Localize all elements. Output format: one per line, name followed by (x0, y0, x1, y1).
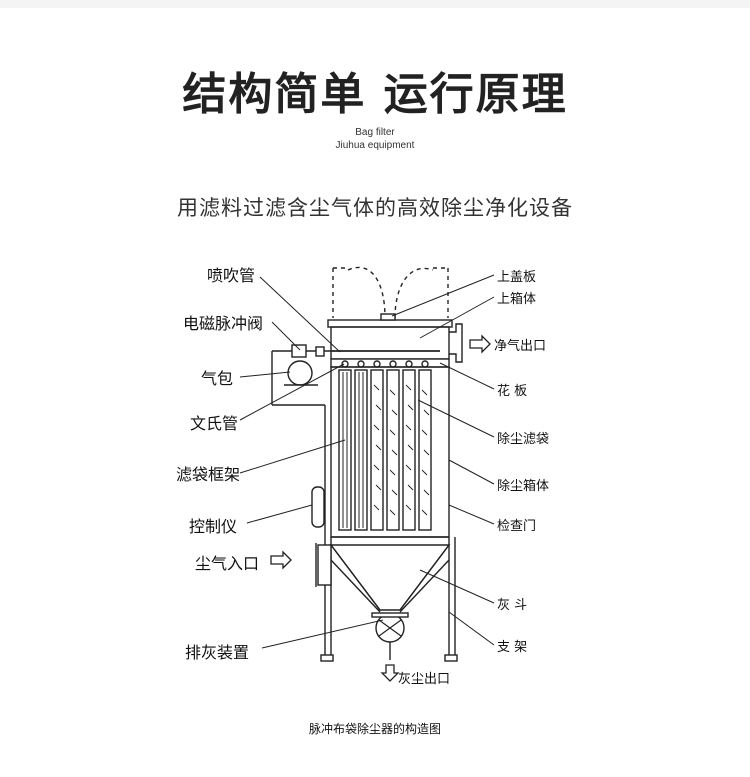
solenoid-valve (291, 344, 307, 358)
flow-arrows (270, 334, 491, 682)
bag-cage-lines (342, 372, 364, 528)
ash-outlet-arrow (380, 664, 400, 682)
label-top-cover: 上盖板 (497, 270, 537, 285)
cover-handle (380, 313, 396, 321)
subtitle-brand: Jiuhua equipment (335, 140, 415, 151)
label-ash-discharge: 排灰装置 (185, 643, 250, 662)
venturi-nozzles (341, 360, 429, 368)
label-dust-box: 除尘箱体 (497, 479, 550, 494)
label-ash-outlet: 灰尘出口 (398, 672, 451, 687)
dust-inlet-duct (317, 544, 332, 586)
label-support: 支 架 (497, 640, 528, 655)
diagram-caption: 脉冲布袋除尘器的构造图 (308, 722, 441, 736)
label-controller: 控制仪 (189, 517, 238, 536)
top-strip (0, 0, 750, 8)
label-blow-pipe: 喷吹管 (207, 266, 256, 285)
controller (311, 486, 325, 528)
leader-lines (239, 274, 495, 649)
hopper (329, 544, 451, 611)
air-bag (287, 360, 313, 386)
label-inspection-door: 检查门 (497, 519, 537, 534)
clean-outlet-flange (449, 323, 463, 363)
filter-bags (338, 369, 432, 531)
label-air-bag: 气包 (201, 369, 234, 388)
clean-outlet-arrow (469, 334, 491, 354)
description: 用滤料过滤含尘气体的高效除尘净化设备 (177, 196, 573, 220)
label-solenoid-valve: 电磁脉冲阀 (183, 314, 264, 333)
subtitle-product: Bag filter (355, 127, 395, 138)
label-dust-inlet: 尘气入口 (195, 554, 260, 573)
lift-dashes (332, 266, 449, 319)
label-venturi: 文氏管 (190, 414, 239, 433)
page-title: 结构简单 运行原理 (182, 69, 568, 120)
label-bag-cage: 滤袋框架 (176, 465, 241, 484)
label-filter-bag: 除尘滤袋 (497, 432, 550, 447)
label-clean-outlet: 净气出口 (494, 339, 547, 354)
dust-inlet-arrow (270, 550, 292, 570)
top-cover-plate (327, 319, 453, 328)
label-tube-sheet: 花 板 (497, 384, 528, 399)
label-upper-box: 上箱体 (497, 292, 537, 307)
label-hopper: 灰 斗 (497, 598, 528, 613)
dust-marks (373, 384, 430, 516)
